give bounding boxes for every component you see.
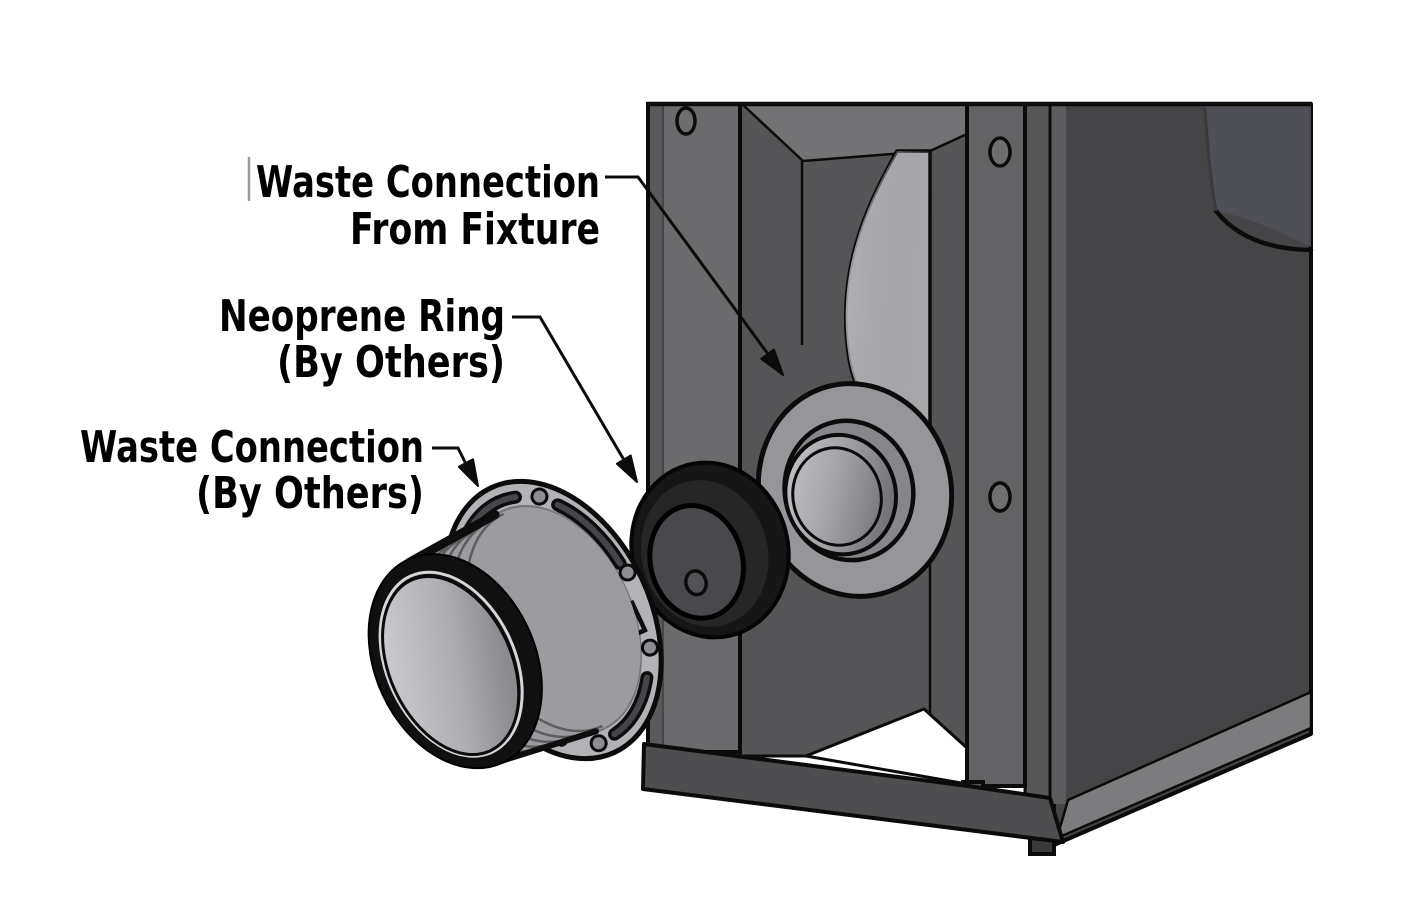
right-upright-return [1023, 102, 1052, 808]
bottom-rail [641, 742, 1065, 844]
side-panel [1028, 102, 1314, 856]
side-panel-edge-strip [1050, 104, 1066, 804]
label-by-others-line2: (By Others) [196, 468, 424, 519]
flange-hole [589, 734, 608, 753]
flange-hole [530, 487, 549, 506]
upright-hole [988, 481, 1012, 513]
waste-connection-flange [367, 478, 664, 770]
right-upright-face [965, 102, 1027, 788]
neoprene-ring [629, 460, 791, 640]
label-from-fixture-line2: From Fixture [350, 204, 600, 255]
label-by-others-line1: Waste Connection [80, 422, 424, 473]
leader-line-neoprene [512, 315, 626, 461]
fixture-pipe-shading [845, 151, 930, 434]
arrowhead-by-others [457, 458, 479, 487]
label-neoprene-line1: Neoprene Ring [219, 291, 505, 342]
arrowhead-neoprene [615, 454, 638, 483]
hub-socket-lip [791, 446, 883, 547]
arrowheads [457, 348, 784, 487]
right-upright [961, 102, 1052, 822]
bore-rim-highlight [378, 570, 524, 758]
leader-line-from-fixture [605, 175, 770, 355]
label-from-fixture-line1: Waste Connection [256, 157, 600, 208]
floor-channel [1055, 690, 1313, 841]
flange-holes [530, 487, 659, 753]
flange-bore [381, 575, 521, 757]
label-neoprene-line2: (By Others) [277, 337, 505, 388]
leader-line-by-others [432, 446, 468, 465]
leader-lines [432, 175, 770, 465]
pipe-cutout-region [1205, 104, 1311, 247]
arrowhead-from-fixture [760, 348, 784, 376]
flange-hole [618, 563, 637, 582]
pipe-cutout-curve [1213, 208, 1314, 253]
labels: Waste Connection From Fixture Neoprene R… [80, 157, 600, 519]
flange-slot-inner [611, 674, 650, 738]
barrel-bottom-edge [498, 728, 600, 764]
neoprene-ring-hole [647, 503, 746, 621]
upright-hole [988, 136, 1012, 168]
panel-hole [684, 569, 708, 597]
upright-hole [675, 106, 697, 136]
side-panel-crease [1203, 107, 1218, 212]
waste-connection-hub [755, 381, 955, 599]
flange-hole [640, 638, 659, 657]
flange-slot-inner [554, 501, 624, 567]
carrier-frame [641, 101, 1314, 856]
